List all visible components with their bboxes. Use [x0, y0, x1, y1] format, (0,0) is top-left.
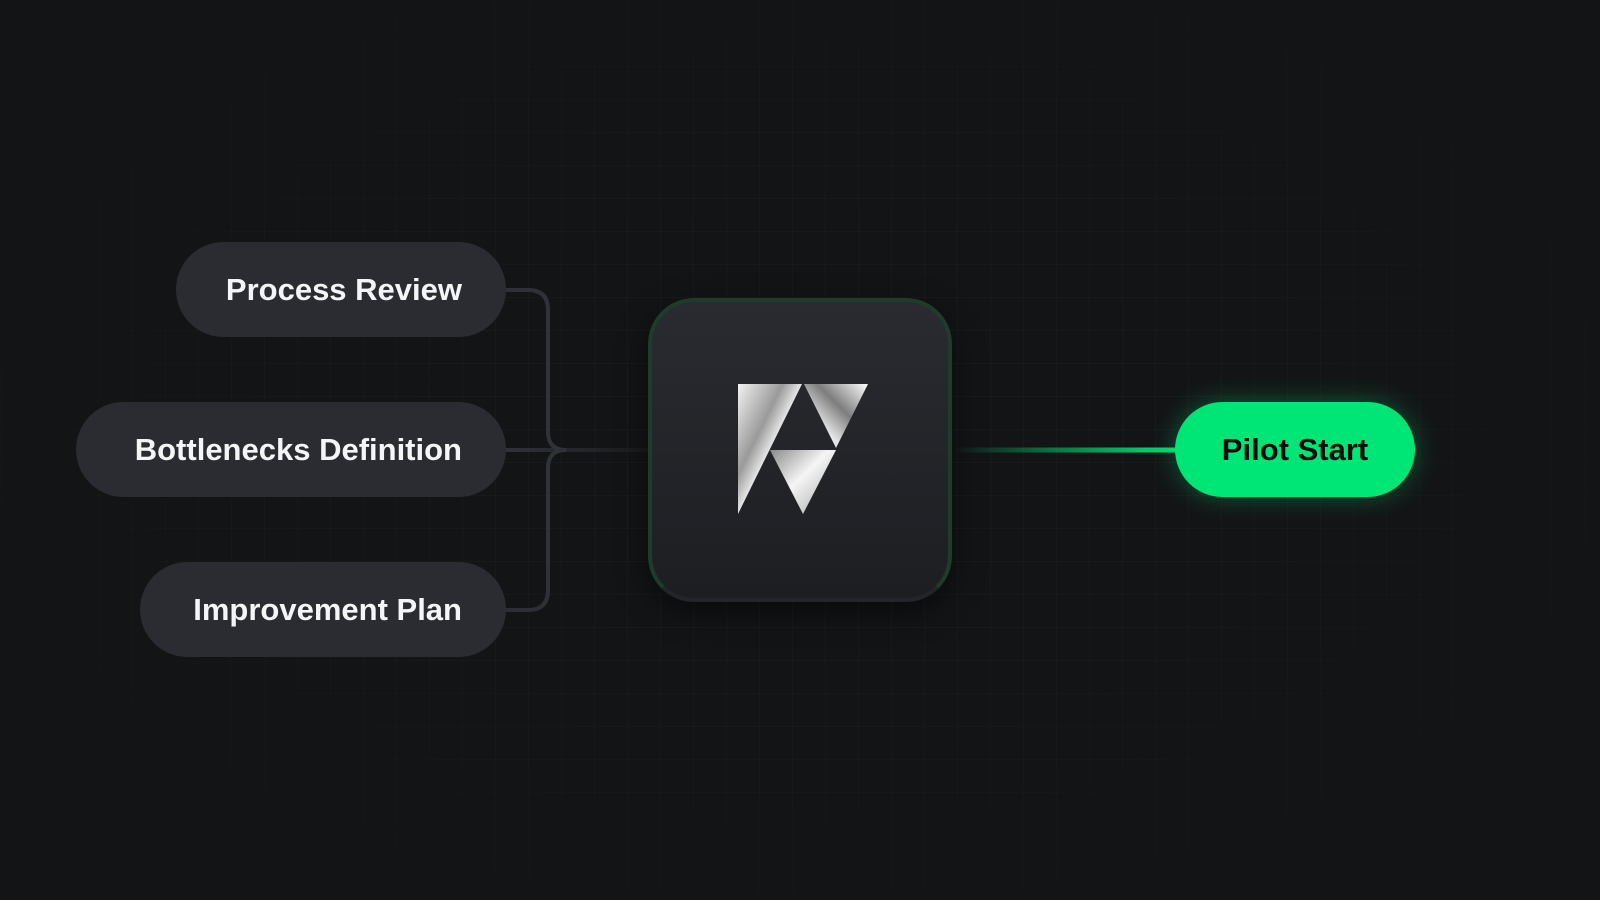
node-label: Pilot Start	[1221, 431, 1369, 467]
node-improvement-plan: Improvement Plan	[140, 562, 506, 657]
logo-right-facet	[804, 384, 868, 448]
node-pilot-start: Pilot Start	[1175, 402, 1415, 497]
connector-process-review	[506, 288, 567, 452]
triangle-logo-icon	[738, 384, 868, 514]
node-label: Bottlenecks Definition	[134, 431, 462, 467]
connector-improvement-plan	[506, 448, 567, 612]
node-process-review: Process Review	[176, 242, 506, 337]
node-label: Process Review	[225, 271, 462, 307]
logo-bottom-facet	[770, 450, 836, 514]
node-bottlenecks-definition: Bottlenecks Definition	[76, 402, 506, 497]
node-label: Improvement Plan	[193, 591, 462, 627]
hub-node	[648, 298, 952, 602]
logo-left-facet	[738, 384, 802, 514]
